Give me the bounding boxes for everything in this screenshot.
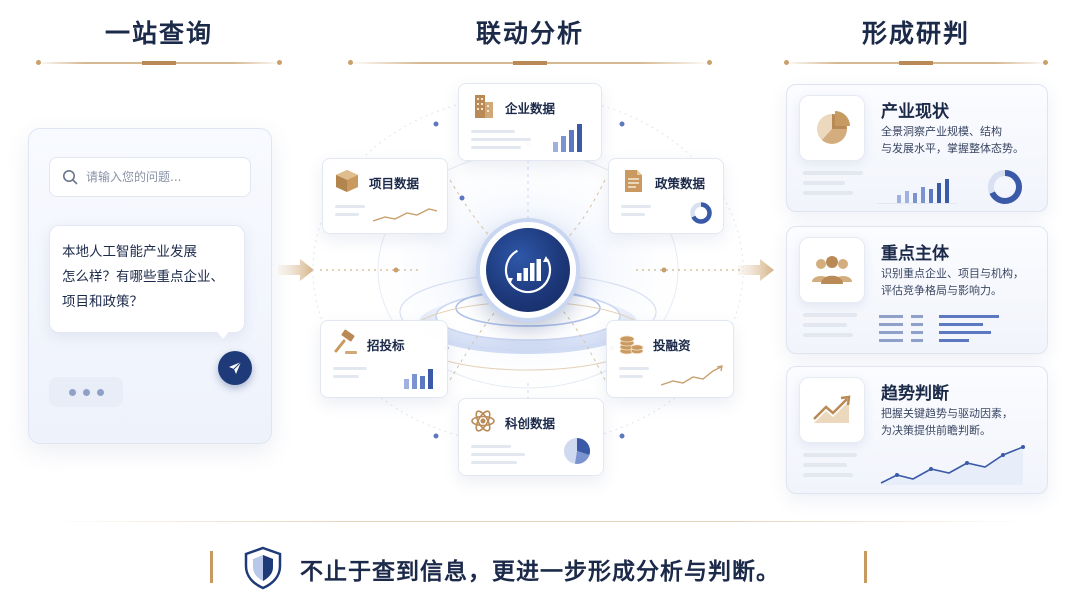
pie-chart-icon <box>564 437 591 464</box>
insight-trend-judgment[interactable]: 趋势判断 把握关键趋势与驱动因素， 为决策提供前瞻判断。 <box>786 366 1048 494</box>
header-judgment: 形成研判 <box>784 14 1048 65</box>
header-query: 一站查询 <box>36 14 282 65</box>
insight-desc: 把握关键趋势与驱动因素， 为决策提供前瞻判断。 <box>881 405 1041 439</box>
header-judgment-rule <box>784 60 1048 65</box>
send-button[interactable] <box>218 351 252 385</box>
trend-up-icon <box>799 377 865 443</box>
insight-desc-line: 为决策提供前瞻判断。 <box>881 424 991 437</box>
analytics-hub-icon <box>480 222 576 318</box>
question-line-3: 项目和政策？ <box>62 294 143 310</box>
gavel-icon <box>334 329 357 354</box>
document-icon <box>625 170 642 192</box>
atom-icon <box>471 410 495 432</box>
arrow-right-icon <box>738 259 774 281</box>
module-label: 企业数据 <box>505 101 556 116</box>
search-box[interactable] <box>49 157 251 197</box>
box-icon <box>336 170 358 192</box>
line-chart-icon <box>880 445 1025 485</box>
donut-chart-icon <box>690 202 712 224</box>
footer-bar-right <box>864 551 867 583</box>
module-label: 招投标 <box>367 338 405 353</box>
module-label: 政策数据 <box>655 176 706 191</box>
insight-key-entities[interactable]: 重点主体 识别重点企业、项目与机构， 评估竞争格局与影响力。 <box>786 226 1048 354</box>
insight-title: 趋势判断 <box>881 384 949 404</box>
query-panel: 本地人工智能产业发展 怎么样？有哪些重点企业、 项目和政策？ <box>28 128 272 444</box>
module-label: 科创数据 <box>505 416 556 431</box>
insight-desc: 全景洞察产业规模、结构 与发展水平，掌握整体态势。 <box>881 123 1041 157</box>
bubble-tail <box>215 329 231 339</box>
module-investment[interactable]: 投融资 <box>606 320 734 398</box>
people-icon <box>799 237 865 303</box>
shield-icon <box>244 546 282 590</box>
question-line-1: 本地人工智能产业发展 <box>62 244 197 260</box>
footer-bar-left <box>210 551 213 583</box>
footer-slogan: 不止于查到信息，更进一步形成分析与判断。 <box>300 558 780 585</box>
insight-desc-line: 把握关键趋势与驱动因素， <box>881 407 1013 420</box>
module-innovation-data[interactable]: 科创数据 <box>458 398 604 476</box>
header-analysis: 联动分析 <box>348 14 712 65</box>
search-input[interactable] <box>86 170 236 184</box>
header-analysis-title: 联动分析 <box>475 19 584 48</box>
module-enterprise-data[interactable]: 企业数据 <box>458 83 602 161</box>
header-analysis-rule <box>348 60 712 65</box>
header-judgment-title: 形成研判 <box>861 19 970 48</box>
insight-title: 重点主体 <box>881 244 949 264</box>
insight-desc-line: 识别重点企业、项目与机构， <box>881 267 1024 280</box>
module-project-data[interactable]: 项目数据 <box>322 158 448 234</box>
bar-chart-icon <box>404 369 433 389</box>
arrow-right-icon <box>278 259 314 281</box>
search-icon <box>63 170 78 185</box>
header-query-rule <box>36 60 282 65</box>
line-chart-icon <box>373 208 437 222</box>
insight-industry-status[interactable]: 产业现状 全景洞察产业规模、结构 与发展水平，掌握整体态势。 <box>786 84 1048 212</box>
insight-desc-line: 全景洞察产业规模、结构 <box>881 125 1002 138</box>
module-label: 项目数据 <box>369 176 420 191</box>
footer-divider <box>50 521 1030 522</box>
module-label: 投融资 <box>653 338 691 353</box>
donut-chart-icon <box>988 170 1022 204</box>
send-icon <box>229 361 242 374</box>
insight-desc: 识别重点企业、项目与机构， 评估竞争格局与影响力。 <box>881 265 1041 299</box>
bar-chart-icon <box>553 124 582 152</box>
module-policy-data[interactable]: 政策数据 <box>608 158 724 234</box>
bar-chart-icon <box>877 179 957 204</box>
question-line-2: 怎么样？有哪些重点企业、 <box>62 269 224 285</box>
insight-desc-line: 评估竞争格局与影响力。 <box>881 284 1002 297</box>
building-icon <box>475 95 493 118</box>
coins-icon <box>619 335 644 355</box>
question-bubble: 本地人工智能产业发展 怎么样？有哪些重点企业、 项目和政策？ <box>49 225 245 333</box>
module-bidding[interactable]: 招投标 <box>320 320 448 398</box>
insight-title: 产业现状 <box>881 102 949 122</box>
header-query-title: 一站查询 <box>104 19 213 48</box>
line-chart-icon <box>661 365 723 386</box>
pie-chart-icon <box>799 95 865 161</box>
insight-desc-line: 与发展水平，掌握整体态势。 <box>881 142 1024 155</box>
ranking-list-icon <box>879 315 999 342</box>
typing-indicator <box>49 377 123 407</box>
